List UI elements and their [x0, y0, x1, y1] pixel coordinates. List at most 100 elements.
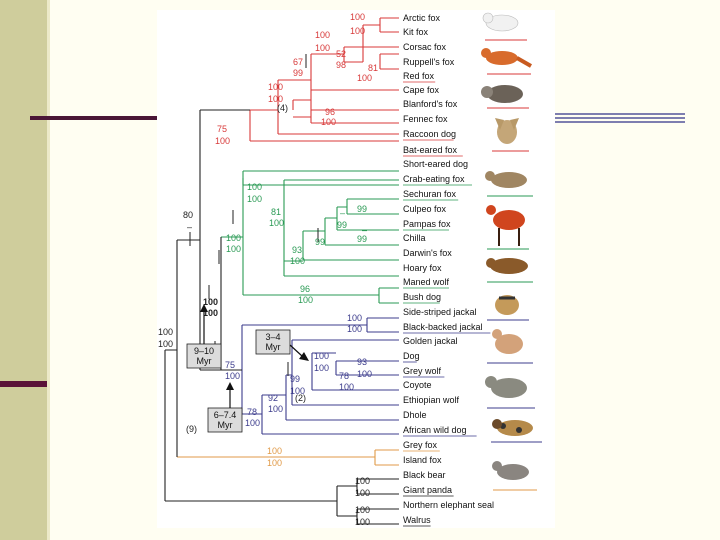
support-gj-wolf-top: 100	[314, 351, 329, 361]
support-cape-top: 100	[268, 82, 283, 92]
taxon-label: Grey fox	[403, 440, 438, 450]
maned-wolf-illustration	[486, 205, 529, 250]
support-shortear-crab-bottom: 100	[247, 194, 262, 204]
support-sa-core: 99	[315, 237, 325, 247]
taxon-label: African wild dog	[403, 425, 467, 435]
date-box-9-10	[186, 343, 222, 369]
support-sechuran-culpeo-bottom: 99	[357, 204, 367, 214]
support-vulpes-all-bottom: 99	[293, 68, 303, 78]
support-all-canids-top: 80	[183, 210, 193, 220]
support-canini-bottom: 100	[225, 371, 240, 381]
support-pampas-chilla-top: –	[362, 225, 367, 235]
date-arrowhead-6-7	[226, 382, 234, 390]
taxon-label: Sechuran fox	[403, 189, 457, 199]
taxon-label: Culpeo fox	[403, 204, 447, 214]
date-arrowhead-9-10	[200, 304, 208, 312]
date-box-3-4-unit: Myr	[266, 342, 281, 352]
blue-clade-branches	[241, 317, 399, 435]
taxon-label: Kit fox	[403, 27, 429, 37]
support-vulpes-core-top: 100	[315, 30, 330, 40]
dog-illustration	[487, 329, 533, 364]
support-canini-top: 75	[225, 360, 235, 370]
support-south-am-top: 81	[271, 207, 281, 217]
taxon-label: Corsac fox	[403, 42, 447, 52]
support-darwin-hoary-bottom: 100	[290, 256, 305, 266]
branch-tick-marks	[189, 54, 319, 376]
polytomy-a-label: (4)	[277, 103, 288, 113]
taxon-label: Cape fox	[403, 85, 440, 95]
support-pampas-chilla-bottom: 99	[357, 234, 367, 244]
support-sech-cul-pam-top: –	[340, 208, 345, 218]
support-vulpes-all-top: 67	[293, 57, 303, 67]
taxon-label: Short-eared dog	[403, 159, 468, 169]
slide-rule-left	[30, 116, 158, 120]
animal-illustrations	[481, 12, 542, 491]
taxon-label: Coyote	[403, 380, 432, 390]
support-green-clade-top: 100	[226, 233, 241, 243]
african-wild-dog-illustration	[491, 419, 542, 443]
taxon-label: Bat-eared fox	[403, 145, 458, 155]
support-urocyon-top: 100	[267, 446, 282, 456]
taxon-label: Black bear	[403, 470, 446, 480]
taxon-label: Ethiopian wolf	[403, 395, 460, 405]
black-backed-jackal-illustration	[487, 295, 529, 321]
support-blanford-fennec-top: 96	[325, 107, 335, 117]
polytomy-b-label: (2)	[295, 393, 306, 403]
slide-sidebar	[0, 0, 47, 540]
taxon-label: Blanford's fox	[403, 99, 458, 109]
support-darwin-hoary-top: 93	[292, 245, 302, 255]
support-corsac-bottom: 98	[336, 60, 346, 70]
support-blanford-fennec-bottom: 100	[321, 117, 336, 127]
support-blue-clade-bottom: 100	[245, 418, 260, 428]
support-values: 100 100 100 100 52 98 81 100 67 99 100 1…	[158, 12, 378, 527]
date-box-6-7-unit: Myr	[218, 420, 233, 430]
support-arctic-kit-bottom: 100	[350, 26, 365, 36]
support-jackals-bottom: 100	[347, 324, 362, 334]
taxon-label: Side-striped jackal	[403, 307, 477, 317]
slide-rule-right	[555, 113, 685, 125]
support-dog-wolf-top: 93	[357, 357, 367, 367]
taxon-label: Black-backed jackal	[403, 322, 483, 332]
date-box-9-10-value: 9–10	[194, 346, 214, 356]
support-vulpes-core-bottom: 100	[315, 43, 330, 53]
taxon-label: Raccoon dog	[403, 129, 456, 139]
taxon-label: Arctic fox	[403, 13, 441, 23]
support-maned-bush-bottom: 100	[298, 295, 313, 305]
support-gj-wolf-bottom: 100	[314, 363, 329, 373]
grey-fox-illustration	[492, 461, 537, 491]
support-pinnipeds-top: 100	[355, 505, 370, 515]
taxon-label: Bush dog	[403, 292, 441, 302]
taxon-label: Chilla	[403, 233, 426, 243]
backbone-branches	[164, 109, 399, 525]
support-ruppell-red-bottom: 100	[357, 73, 372, 83]
support-blue-clade-top: 78	[247, 407, 257, 417]
support-wolf-coyote-top: 78	[339, 371, 349, 381]
support-canidae-bottom: 100	[158, 339, 173, 349]
support-wolf-dhole-top: 92	[268, 393, 278, 403]
date-box-9-10-unit: Myr	[197, 356, 212, 366]
red-fox-illustration	[481, 48, 532, 75]
crab-eating-fox-illustration	[485, 171, 533, 197]
support-red-green-bottom: 100	[203, 308, 218, 318]
support-sech-cul-pam-bottom: 99	[337, 220, 347, 230]
raccoon-dog-illustration	[481, 85, 529, 109]
support-red-clade-top: 75	[217, 124, 227, 134]
support-canidae-top: 100	[158, 327, 173, 337]
taxon-label: Golden jackal	[403, 336, 458, 346]
support-wolf-ethiopian-bottom: 100	[290, 386, 305, 396]
support-wolf-ethiopian-top: 99	[290, 374, 300, 384]
arctic-fox-illustration	[482, 12, 527, 41]
support-arctic-kit-top: 100	[350, 12, 365, 22]
date-box-6-7-value: 6–7.4	[214, 410, 237, 420]
taxon-label: Red fox	[403, 71, 435, 81]
polytomy-c-label: (9)	[186, 424, 197, 434]
support-pinnipeds-bottom: 100	[355, 517, 370, 527]
taxon-label: Dog	[403, 351, 420, 361]
support-shortear-crab-top: 100	[247, 182, 262, 192]
date-arrow-3-4	[289, 344, 303, 357]
support-ursids-bottom: 100	[355, 488, 370, 498]
support-all-canids-bottom: –	[187, 222, 192, 232]
